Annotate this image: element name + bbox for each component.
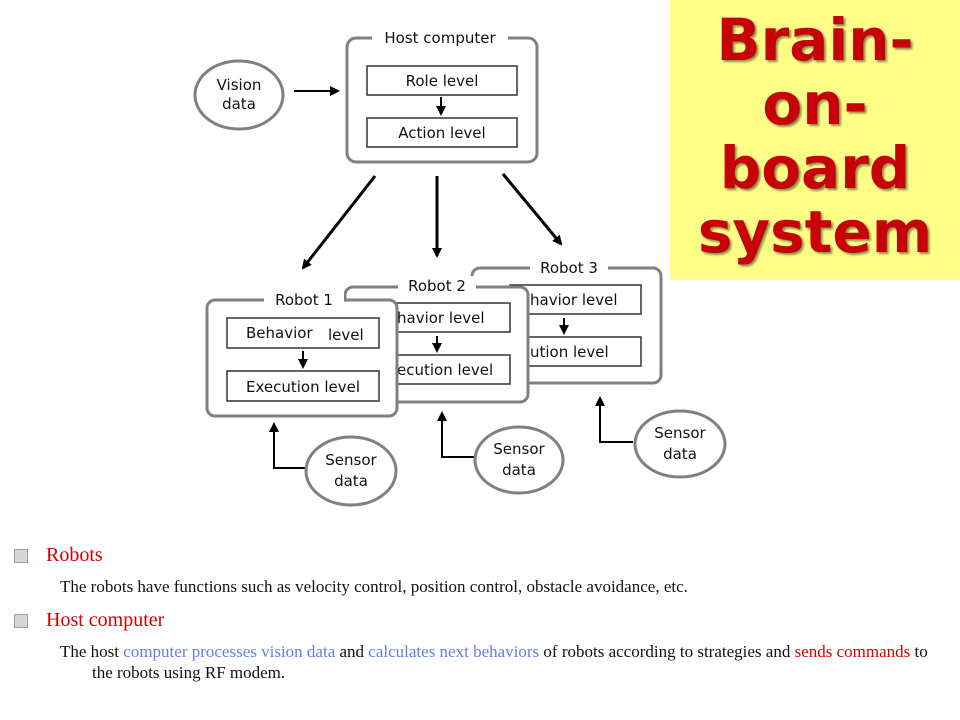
sensor2-label-line1: Sensor xyxy=(493,440,545,458)
system-diagram: Vision data Host computer Role level Act… xyxy=(193,27,727,507)
host-to-robot1-arrow xyxy=(301,175,377,270)
bullet-robots-text: The robots have functions such as veloci… xyxy=(60,577,688,596)
slide-title: Brain- on- board system xyxy=(670,0,960,264)
robot1-behavior-label: Behavior xyxy=(246,324,313,342)
host-text-highlight-calculates: calculates next behaviors xyxy=(368,642,540,661)
bullet-robots: Robots xyxy=(10,542,950,568)
bullet-list: Robots The robots have functions such as… xyxy=(10,542,950,693)
host-text-highlight-sends: sends commands xyxy=(794,642,911,661)
vision-data-node: Vision data xyxy=(193,59,285,131)
action-level-label: Action level xyxy=(398,124,485,142)
sensor3-label-line2: data xyxy=(663,445,697,463)
robot1-execution-label: Execution level xyxy=(246,378,360,396)
bullet-host-computer: Host computer xyxy=(10,607,950,633)
bullet-robots-heading: Robots xyxy=(46,544,103,566)
bullet-host-heading: Host computer xyxy=(46,609,165,631)
sensor-data-2: Sensor data xyxy=(437,411,565,495)
bullet-square-icon xyxy=(14,549,28,563)
title-line-4: system xyxy=(697,198,933,266)
host-text-part: The host xyxy=(60,642,124,661)
bullet-square-icon xyxy=(14,614,28,628)
sensor1-label-line1: Sensor xyxy=(325,451,377,469)
host-text-highlight-processes: computer processes vision data xyxy=(123,642,336,661)
sensor2-label-line2: data xyxy=(502,461,536,479)
host-text-part: and xyxy=(335,642,369,661)
robot2-label: Robot 2 xyxy=(408,277,466,295)
role-level-box xyxy=(366,65,518,96)
title-line-2: on- xyxy=(762,70,868,138)
host-computer-label: Host computer xyxy=(384,29,496,47)
bullet-host-text: The host computer processes vision data … xyxy=(10,641,950,683)
host-computer-node: Host computer Role level Action level xyxy=(345,27,539,164)
host-text-part: to the robots using RF modem. xyxy=(92,642,928,682)
action-level-box xyxy=(366,117,518,148)
title-line-3: board xyxy=(719,134,911,202)
host-to-robot3-arrow xyxy=(501,173,563,246)
vision-data-label-line1: Vision xyxy=(217,76,262,94)
host-text-part: of robots according to strategies and xyxy=(539,642,795,661)
sensor1-label-line2: data xyxy=(334,472,368,490)
robot2-execution-label: ecution level xyxy=(397,361,493,379)
robot2-behavior-label: havior level xyxy=(397,309,485,327)
robot3-behavior-label: havior level xyxy=(530,291,618,309)
sensor-data-3: Sensor data xyxy=(595,396,727,479)
role-level-label: Role level xyxy=(406,72,479,90)
robot1-node: Robot 1 Behavior level Execution level xyxy=(205,289,399,418)
robot1-behavior-level-label: level xyxy=(328,326,364,344)
sensor-data-1: Sensor data xyxy=(269,422,398,507)
robot3-label: Robot 3 xyxy=(540,259,598,277)
title-box: Brain- on- board system xyxy=(670,0,960,280)
title-line-1: Brain- xyxy=(716,6,914,74)
robot1-label: Robot 1 xyxy=(275,291,333,309)
sensor3-label-line1: Sensor xyxy=(654,424,706,442)
robot3-execution-label: ution level xyxy=(530,343,609,361)
vision-data-label-line2: data xyxy=(222,95,256,113)
